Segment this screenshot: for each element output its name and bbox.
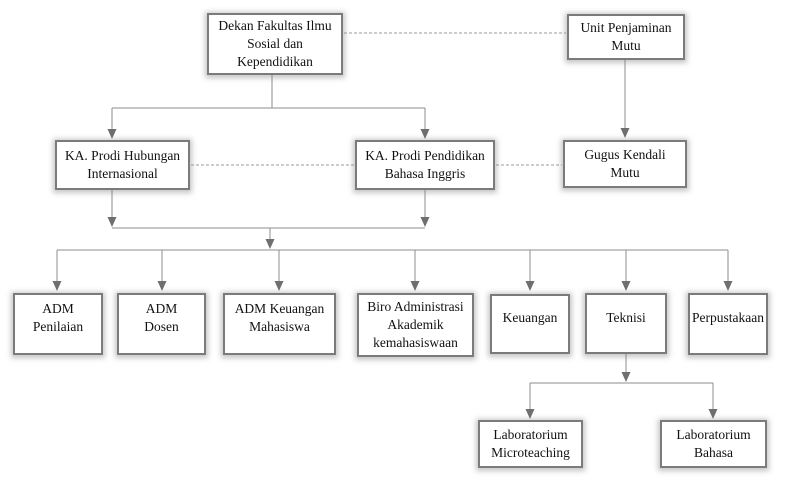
node-teknisi: Teknisi — [585, 293, 667, 354]
node-adm-dosen: ADM Dosen — [117, 293, 206, 355]
node-adm-penilaian: ADM Penilaian — [13, 293, 103, 355]
node-laboratorium-bahasa-label: Laboratorium Bahasa — [676, 427, 751, 460]
node-laboratorium-microteaching: Laboratorium Microteaching — [478, 420, 583, 468]
node-perpustakaan: Perpustakaan — [688, 293, 768, 355]
node-ka-prodi-hubungan-label: KA. Prodi Hubungan Internasional — [64, 148, 181, 181]
dashed-connectors — [191, 32, 566, 166]
node-ka-prodi-pendidikan: KA. Prodi Pendidikan Bahasa Inggris — [355, 140, 495, 190]
node-teknisi-label: Teknisi — [606, 309, 646, 325]
node-dekan-label: Dekan Fakultas Ilmu Sosial dan Kependidi… — [218, 18, 332, 69]
node-gugus-kendali-mutu-label: Gugus Kendali Mutu — [584, 147, 666, 180]
node-laboratorium-bahasa: Laboratorium Bahasa — [660, 420, 767, 468]
node-keuangan: Keuangan — [490, 294, 570, 354]
node-keuangan-label: Keuangan — [502, 310, 558, 325]
node-adm-keuangan-mahasiswa-label: ADM Keuangan Mahasiswa — [234, 301, 325, 334]
node-unit-penjaminan-mutu: Unit Penjaminan Mutu — [567, 14, 685, 60]
node-dekan: Dekan Fakultas Ilmu Sosial dan Kependidi… — [207, 13, 343, 75]
node-ka-prodi-hubungan: KA. Prodi Hubungan Internasional — [55, 140, 190, 190]
node-adm-penilaian-label: ADM Penilaian — [32, 301, 84, 334]
node-laboratorium-microteaching-label: Laboratorium Microteaching — [491, 427, 570, 460]
node-ka-prodi-pendidikan-label: KA. Prodi Pendidikan Bahasa Inggris — [365, 148, 485, 181]
node-adm-keuangan-mahasiswa: ADM Keuangan Mahasiswa — [223, 293, 336, 355]
node-biro-administrasi: Biro Administrasi Akademik kemahasiswaan — [357, 293, 474, 357]
node-adm-dosen-label: ADM Dosen — [144, 301, 179, 334]
node-unit-penjaminan-mutu-label: Unit Penjaminan Mutu — [580, 20, 672, 53]
node-biro-administrasi-label: Biro Administrasi Akademik kemahasiswaan — [367, 299, 464, 350]
solid-connectors — [52, 60, 733, 419]
node-gugus-kendali-mutu: Gugus Kendali Mutu — [563, 140, 687, 188]
node-perpustakaan-label: Perpustakaan — [692, 310, 764, 325]
